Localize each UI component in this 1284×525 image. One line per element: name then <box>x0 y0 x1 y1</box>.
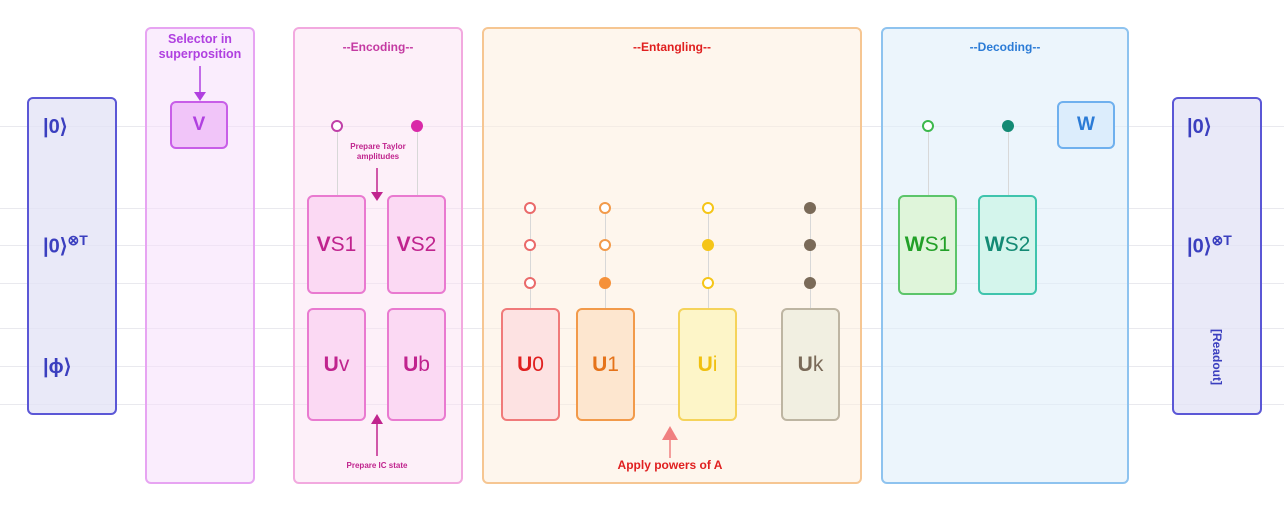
u1-main: U <box>592 352 608 376</box>
uk-sub: k <box>812 352 824 376</box>
ui-control-dot-1 <box>702 202 714 214</box>
selector-title: Selector in superposition <box>158 32 242 61</box>
encoding-control-line-2 <box>417 126 418 196</box>
ws2-sub: S2 <box>1004 233 1031 256</box>
decoding-title: --Decoding-- <box>969 40 1041 54</box>
ws2-control-line <box>1008 126 1009 196</box>
selector-v-gate: V <box>170 101 228 149</box>
ket-zero-out-selector: |0⟩ <box>1187 116 1212 138</box>
powers-arrow <box>662 426 678 458</box>
taylor-note: Prepare Taylor amplitudes <box>350 142 406 161</box>
encoding-control-line-1 <box>337 126 338 196</box>
ui-control-dot-3 <box>702 277 714 289</box>
ui-control-line <box>708 208 709 308</box>
ws1-sub: S1 <box>924 233 951 256</box>
u0-control-dot-2 <box>524 239 536 251</box>
vs2-sub: S2 <box>410 232 437 256</box>
selector-arrow <box>194 66 206 101</box>
u0-control-dot-1 <box>524 202 536 214</box>
ws1-main: W <box>904 233 925 256</box>
ws1-control-dot <box>922 120 934 132</box>
ket-zero-register: |0⟩⊗T <box>43 232 88 259</box>
uk-control-line <box>810 208 811 308</box>
ket-zero-out-register-label: |0⟩ <box>1187 235 1212 258</box>
ub-sub: b <box>418 352 430 376</box>
vs1-main: V <box>316 232 331 256</box>
u1-sub: 1 <box>607 352 619 376</box>
ket-zero-register-label: |0⟩ <box>43 235 68 258</box>
u0-sub: 0 <box>532 352 544 376</box>
output-qubit-box <box>1172 97 1262 415</box>
u0-main: U <box>517 352 533 376</box>
uv-main: U <box>323 352 339 376</box>
ic-note: Prepare IC state <box>346 461 408 470</box>
uv-sub: v <box>338 352 350 376</box>
uk-control-dot-1 <box>804 202 816 214</box>
ui-main: U <box>697 352 713 376</box>
w-gate: W <box>1057 101 1115 149</box>
ket-zero-out-register: |0⟩⊗T <box>1187 232 1232 259</box>
vs2-main: V <box>396 232 411 256</box>
ket-zero-selector: |0⟩ <box>43 116 68 138</box>
ub-main: U <box>403 352 419 376</box>
ws2-control-dot <box>1002 120 1014 132</box>
taylor-arrow <box>371 168 383 201</box>
vs1-sub: S1 <box>330 232 357 256</box>
tensor-power-label-out: ⊗T <box>1211 232 1232 248</box>
u1-control-line <box>605 208 606 308</box>
ws2-main: W <box>984 233 1005 256</box>
closed-control-dot <box>411 120 423 132</box>
input-qubit-box <box>27 97 117 415</box>
open-control-dot <box>331 120 343 132</box>
uk-main: U <box>797 352 813 376</box>
ui-sub: i <box>712 352 718 376</box>
tensor-power-label: ⊗T <box>67 232 88 248</box>
u1-control-dot-2 <box>599 239 611 251</box>
ws1-control-line <box>928 126 929 196</box>
u1-control-dot-1 <box>599 202 611 214</box>
ic-arrow <box>371 414 383 456</box>
ui-control-dot-2 <box>702 239 714 251</box>
uk-control-dot-2 <box>804 239 816 251</box>
ket-phi: |ϕ⟩ <box>43 356 72 378</box>
uk-control-dot-3 <box>804 277 816 289</box>
entangling-title: --Entangling-- <box>633 40 711 54</box>
encoding-title: --Encoding-- <box>342 40 414 54</box>
powers-note: Apply powers of A <box>617 458 723 472</box>
u0-control-line <box>530 208 531 308</box>
readout-label: [Readout] <box>1210 329 1224 385</box>
u1-control-dot-3 <box>599 277 611 289</box>
u0-control-dot-3 <box>524 277 536 289</box>
